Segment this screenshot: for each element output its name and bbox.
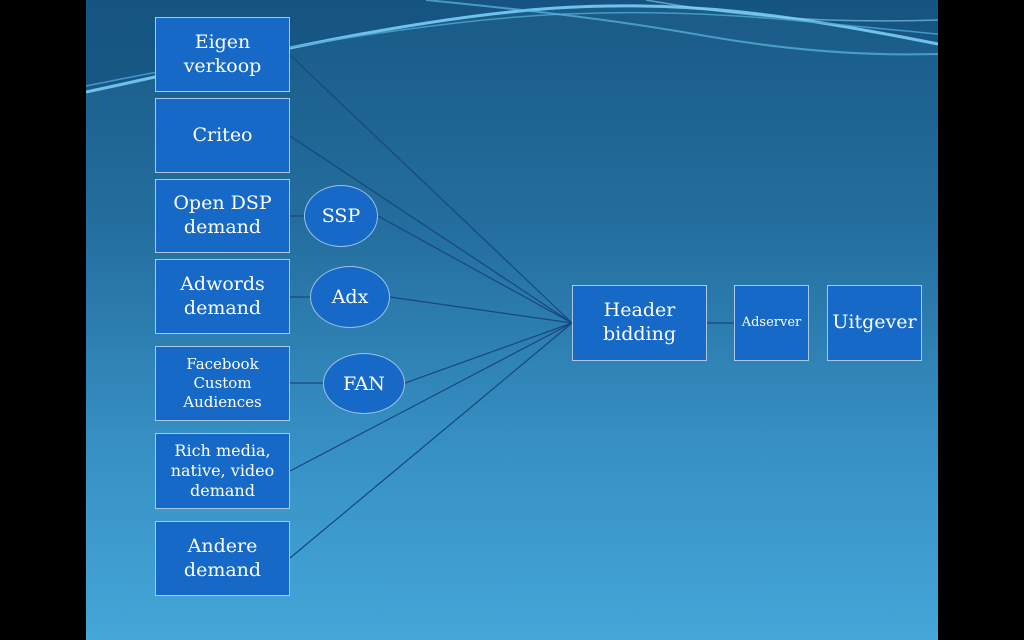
- node-eigen-verkoop-label: Eigen verkoop: [183, 30, 262, 77]
- node-adx: Adx: [310, 266, 390, 328]
- node-criteo: Criteo: [155, 98, 290, 173]
- node-ssp-label: SSP: [321, 205, 361, 227]
- node-ssp: SSP: [304, 185, 378, 247]
- node-header-bidding-label: Header bidding: [602, 299, 677, 345]
- node-fan-label: FAN: [343, 372, 385, 395]
- node-adx-label: Adx: [331, 286, 369, 308]
- node-rich-media-demand-label: Rich media, native, video demand: [170, 441, 275, 500]
- node-uitgever-label: Uitgever: [832, 311, 917, 334]
- node-adserver: Adserver: [734, 285, 809, 361]
- node-open-dsp-demand: Open DSP demand: [155, 179, 290, 253]
- node-criteo-label: Criteo: [192, 123, 253, 146]
- node-rich-media-demand: Rich media, native, video demand: [155, 433, 290, 509]
- node-header-bidding: Header bidding: [572, 285, 707, 361]
- node-adwords-demand: Adwords demand: [155, 259, 290, 334]
- node-eigen-verkoop: Eigen verkoop: [155, 17, 290, 92]
- node-fan: FAN: [323, 353, 405, 414]
- node-adwords-demand-label: Adwords demand: [180, 272, 265, 319]
- node-andere-demand: Andere demand: [155, 521, 290, 596]
- node-andere-demand-label: Andere demand: [183, 534, 262, 581]
- node-facebook-custom-audiences: Facebook Custom Audiences: [155, 346, 290, 421]
- node-adserver-label: Adserver: [741, 314, 802, 330]
- node-facebook-custom-audiences-label: Facebook Custom Audiences: [183, 355, 262, 411]
- node-open-dsp-demand-label: Open DSP demand: [173, 192, 272, 238]
- node-uitgever: Uitgever: [827, 285, 922, 361]
